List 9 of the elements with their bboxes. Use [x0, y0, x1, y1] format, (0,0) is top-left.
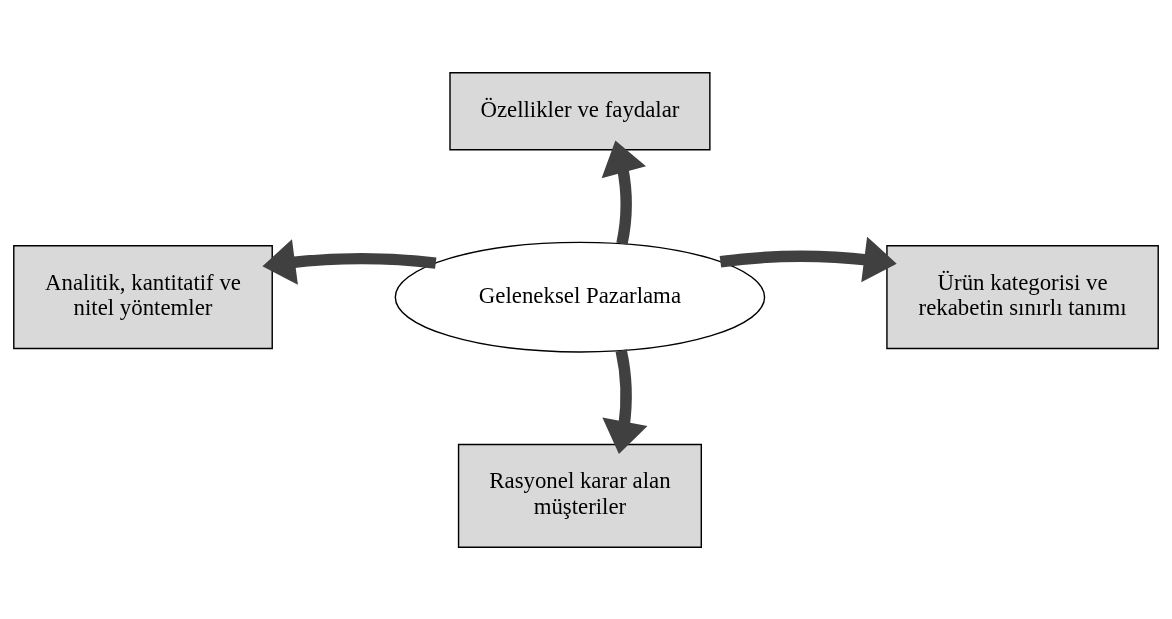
arrow	[262, 238, 437, 285]
node-box: Analitik, kantitatif ve nitel yöntemler	[13, 244, 273, 349]
arrow	[602, 348, 648, 454]
node-box: Ürün kategorisi ve rekabetin sınırlı tanımı	[886, 244, 1159, 349]
arrow	[719, 236, 897, 282]
node-box: Özellikler ve faydalar	[449, 71, 711, 151]
arrow	[601, 140, 646, 245]
node-box: Rasyonel karar alan müşteriler	[457, 443, 702, 548]
node-ellipse: Geleneksel Pazarlama	[394, 241, 766, 353]
